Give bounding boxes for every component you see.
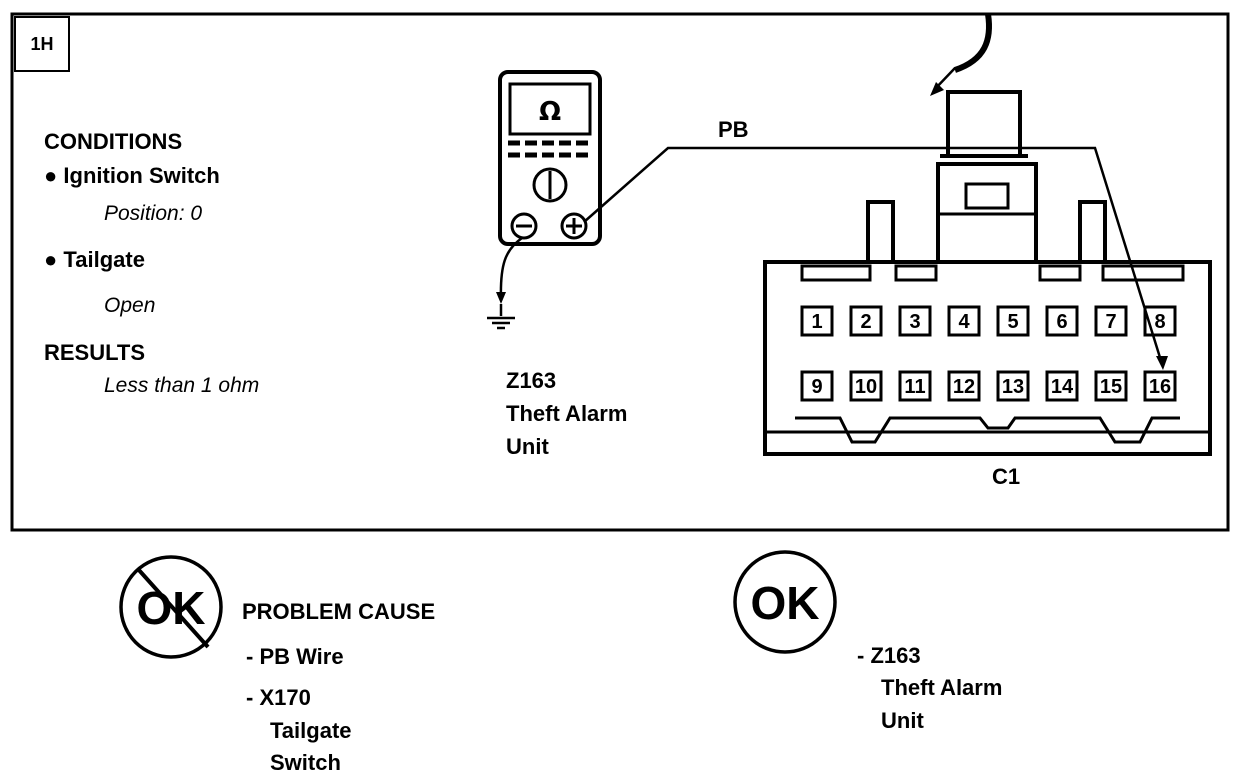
diagram-frame [10, 12, 1230, 532]
condition-tailgate: ● Tailgate [44, 247, 145, 272]
ground-lead [496, 236, 523, 316]
pin-7: 7 [1094, 305, 1128, 337]
pin-number: 12 [953, 376, 975, 398]
ok-z163: - Z163 [857, 643, 921, 668]
ok-label: OK [751, 577, 820, 629]
pin-3: 3 [898, 305, 932, 337]
condition-tailgate-detail: Open [104, 294, 156, 317]
pin-2: 2 [849, 305, 883, 337]
pb-wire [583, 146, 1168, 370]
cause-switch: Switch [270, 750, 341, 775]
pin-number: 7 [1105, 311, 1116, 333]
problem-cause-heading: PROBLEM CAUSE [242, 599, 436, 624]
cause-pb-wire: - PB Wire [246, 644, 344, 669]
minus-terminal [510, 212, 538, 240]
condition-ignition-detail: Position: 0 [104, 202, 203, 225]
ok-theft-alarm: Theft Alarm [881, 675, 1003, 700]
pin-number: 1 [811, 311, 822, 333]
pin-12: 12 [947, 370, 981, 402]
pin-number: 14 [1051, 376, 1074, 398]
cause-tailgate: Tailgate [270, 718, 352, 743]
pin-number: 15 [1100, 376, 1122, 398]
pin-5: 5 [996, 305, 1030, 337]
bullet-icon: ● [44, 163, 58, 188]
pin-number: 3 [909, 311, 920, 333]
pin-6: 6 [1045, 305, 1079, 337]
results-heading: RESULTS [44, 340, 146, 365]
pin-number: 4 [958, 311, 970, 333]
conditions-heading: CONDITIONS [44, 129, 183, 154]
connector-c1 [763, 90, 1212, 456]
pin-number: 9 [811, 376, 822, 398]
connector-name: C1 [992, 464, 1021, 489]
unit-code: Z163 [506, 368, 557, 393]
pin-16: 16 [1143, 370, 1177, 402]
pin-number: 2 [860, 311, 871, 333]
pin-number: 16 [1149, 376, 1171, 398]
pin-4: 4 [947, 305, 981, 337]
ohmmeter-icon: Ω [498, 70, 602, 246]
unit-line2: Unit [506, 434, 549, 459]
cause-x170: - X170 [246, 685, 311, 710]
ohm-symbol: Ω [539, 97, 561, 127]
pin-14: 14 [1045, 370, 1079, 402]
pin-15: 15 [1094, 370, 1128, 402]
unit-line1: Theft Alarm [506, 401, 628, 426]
results-value: Less than 1 ohm [104, 374, 260, 397]
not-ok-icon: OK [119, 555, 223, 659]
pin-number: 6 [1056, 311, 1067, 333]
pin-13: 13 [996, 370, 1030, 402]
pin-number: 8 [1154, 311, 1165, 333]
ok-unit: Unit [881, 708, 924, 733]
pin-number: 10 [855, 376, 877, 398]
ground-icon [487, 316, 515, 330]
pin-8: 8 [1143, 305, 1177, 337]
pin-11: 11 [898, 370, 932, 402]
condition-ignition: ● Ignition Switch [44, 163, 220, 188]
plus-terminal [560, 212, 588, 240]
wire-label: PB [718, 117, 749, 142]
ok-icon: OK [733, 550, 837, 654]
step-label: 1H [14, 16, 70, 72]
bullet-icon: ● [44, 247, 58, 272]
pin-number: 11 [904, 376, 925, 398]
pin-number: 13 [1002, 376, 1024, 398]
pin-9: 9 [800, 370, 834, 402]
pin-10: 10 [849, 370, 883, 402]
pin-number: 5 [1007, 311, 1018, 333]
pin-1: 1 [800, 305, 834, 337]
harness-wire [930, 13, 992, 96]
